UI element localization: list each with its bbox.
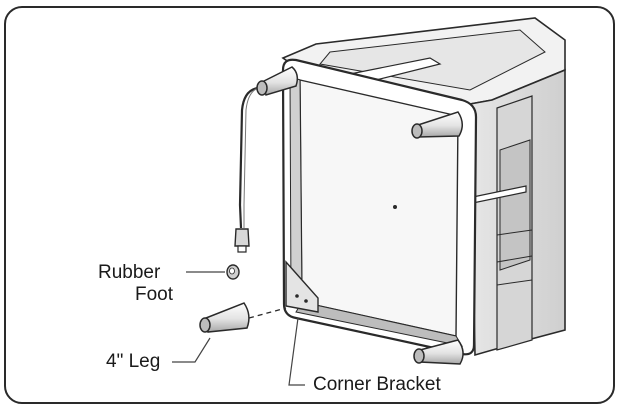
- installed-leg-bottom-right: [413, 339, 464, 365]
- installed-leg-top-left: [256, 66, 299, 96]
- corner-bracket-leader: [288, 317, 305, 386]
- leader-lines: [172, 271, 305, 386]
- power-cord: [234, 86, 259, 253]
- loose-leg: [199, 302, 287, 333]
- rubber-foot-label-line2: Foot: [135, 284, 174, 305]
- rubber-foot-label-line1: Rubber: [98, 262, 161, 283]
- cabinet-side-panel: [467, 68, 566, 357]
- rubber-foot: [226, 264, 240, 280]
- corner-bracket: [285, 260, 319, 313]
- corner-bracket-label: Corner Bracket: [313, 374, 441, 395]
- leg-label: 4" Leg: [106, 351, 161, 372]
- leg-leader: [172, 337, 211, 363]
- installed-leg-right-upper: [411, 111, 463, 139]
- cabinet-top: [281, 17, 566, 105]
